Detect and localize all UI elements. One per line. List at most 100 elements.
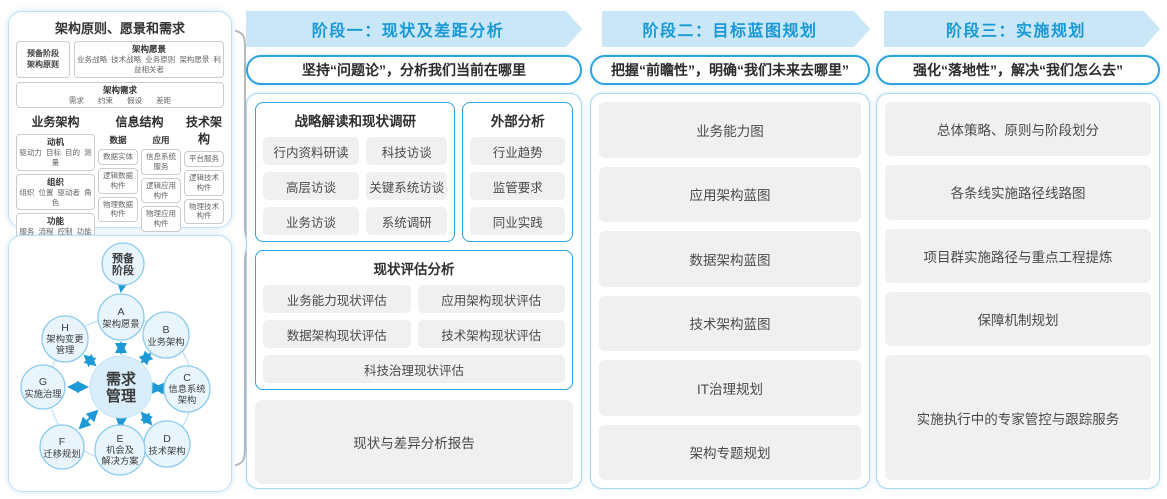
strategy-item: 行内资料研读: [263, 137, 360, 165]
information-structure-section: 信息结构 数据 数据实体 逻辑数据构件 物理数据构件 应用 信息系统服务 逻辑应…: [98, 113, 182, 240]
circle-a-vision: [97, 293, 145, 341]
architecture-principles-panel: 架构原则、愿景和需求 预备阶段 架构原则 架构愿景 业务战略 技术战略 业务原则…: [8, 11, 232, 284]
architecture-vision-box: 架构愿景 业务战略 技术战略 业务原则 架构愿景 利益相关者: [74, 41, 224, 78]
label-a: 架构愿景: [102, 318, 139, 329]
prep-vision-row: 预备阶段 架构原则 架构愿景 业务战略 技术战略 业务原则 架构愿景 利益相关者: [16, 41, 224, 78]
phase2-item: 应用架构蓝图: [599, 166, 861, 222]
phase3-item: 各条线实施路径线路图: [885, 165, 1151, 220]
assessment-item: 应用架构现状评估: [417, 285, 565, 313]
phase1-subtitle: 坚持“问题论”，分析我们当前在哪里: [246, 55, 582, 85]
label-d: 技术架构: [148, 445, 185, 456]
external-analysis-box: 外部分析 行业趋势 监管要求 同业实践: [462, 102, 573, 242]
phase3-tracking-service-box: 实施执行中的专家管控与跟踪服务: [885, 355, 1151, 480]
vision-items: 业务战略 技术战略 业务原则 架构愿景 利益相关者: [77, 55, 221, 74]
circle-h-change: [41, 315, 89, 363]
label-e1: 机会及: [106, 444, 134, 455]
app-item: 信息系统服务: [146, 152, 177, 172]
prep-line1: 预备阶段: [27, 48, 59, 58]
phase3-column: 阶段三：实施规划 强化“落地性”，解决“我们怎么去” 总体策略、原则与阶段划分 …: [876, 11, 1160, 489]
tech-item: 逻辑技术构件: [189, 173, 219, 192]
letter-h: H: [61, 322, 69, 334]
app-item: 逻辑应用构件: [146, 180, 177, 200]
assessment-item: 业务能力现状评估: [263, 285, 411, 313]
letter-e: E: [116, 433, 123, 445]
architecture-requirements-box: 架构需求 需求 约束 假设 差距: [16, 81, 224, 109]
current-state-assessment-box: 现状评估分析 业务能力现状评估 应用架构现状评估 数据架构现状评估 技术架构现状…: [255, 250, 573, 390]
strategy-item: 关键系统访谈: [366, 172, 448, 200]
prep-label-2: 阶段: [112, 263, 134, 277]
strategy-research-title: 战略解读和现状调研: [294, 114, 416, 129]
strategy-research-box: 战略解读和现状调研 行内资料研读 科技访谈 高层访谈 关键系统访谈 业务访谈 系…: [255, 102, 456, 242]
motivation-box: 动机 驱动力 目标 目的 测量: [16, 134, 96, 171]
phase1-content: 战略解读和现状调研 行内资料研读 科技访谈 高层访谈 关键系统访谈 业务访谈 系…: [246, 93, 582, 489]
app-subtitle: 应用: [152, 135, 170, 146]
phase2-item: 架构专题规划: [599, 424, 861, 480]
data-item: 逻辑数据构件: [103, 171, 134, 190]
assessment-title: 现状评估分析: [373, 262, 455, 277]
tech-item: 物理技术构件: [189, 201, 219, 221]
letter-b: B: [162, 324, 169, 336]
phase3-item: 项目群实施路径与重点工程提炼: [885, 228, 1151, 283]
phase2-item: IT治理规划: [599, 360, 861, 416]
req-title: 架构需求: [102, 84, 137, 95]
gap-analysis-report-box: 现状与差异分析报告: [255, 400, 573, 484]
strategy-item: 科技访谈: [366, 137, 448, 165]
prep-label-1: 预备: [112, 251, 135, 265]
app-item: 物理应用构件: [146, 209, 177, 229]
technical-architecture-section: 技术架构 平台服务 逻辑技术构件 物理技术构件: [184, 113, 225, 240]
assessment-item: 科技治理现状评估: [263, 355, 565, 383]
label-f: 迁移规划: [43, 448, 80, 459]
business-architecture-section: 业务架构 动机 驱动力 目标 目的 测量 组织 组织 位置 驱动者 角色 功能 …: [16, 113, 96, 241]
cycle-arrows: [67, 280, 165, 431]
center-label-1: 需求: [106, 370, 137, 388]
label-c1: 信息系统: [168, 383, 205, 394]
arrow-d-center: [140, 411, 153, 426]
circle-e-opportunities: [94, 424, 146, 476]
arrow-prep-to-a: [116, 280, 129, 293]
adm-cycle-diagram: 预备 阶段 需求 管理 A 架构愿景 B 业务架构 C 信息系统 架构 D 技术…: [20, 242, 211, 476]
business-architecture-title: 业务架构: [31, 115, 80, 130]
circle-g-governance: [20, 364, 66, 410]
circle-b-business: [142, 311, 190, 359]
label-h1: 架构变更: [46, 333, 83, 344]
phase3-item: 保障机制规划: [885, 291, 1151, 347]
strategy-item: 业务访谈: [263, 207, 360, 235]
label-c2: 架构: [178, 394, 197, 405]
strategy-item: 高层访谈: [263, 172, 360, 200]
phase2-item: 业务能力图: [599, 102, 861, 158]
phase3-subtitle: 强化“落地性”，解决“我们怎么去”: [876, 55, 1160, 85]
external-item: 同业实践: [470, 207, 565, 235]
phase3-header-banner: 阶段三：实施规划: [884, 11, 1160, 47]
prep-line2: 架构原则: [27, 60, 59, 70]
phase2-item: 数据架构蓝图: [599, 231, 861, 287]
phase2-content: 业务能力图 应用架构蓝图 数据架构蓝图 技术架构蓝图 IT治理规划 架构专题规划: [590, 93, 870, 489]
circle-c-infosys: [163, 365, 211, 413]
arrow-h-center: [83, 353, 97, 368]
phase3-item: 总体策略、原则与阶段划分: [885, 102, 1151, 157]
external-analysis-title: 外部分析: [490, 114, 545, 129]
circle-f-migration: [39, 424, 85, 470]
req-items: 需求 约束 假设 差距: [68, 95, 172, 105]
letter-g: G: [39, 376, 47, 388]
arrow-b-center: [138, 350, 154, 366]
label-h2: 管理: [56, 344, 75, 355]
label-b: 业务架构: [147, 336, 184, 347]
prep-phase-box: 预备阶段 架构原则: [16, 41, 70, 78]
app-subcolumn: 应用 信息系统服务 逻辑应用构件 物理应用构件: [141, 134, 182, 232]
phase3-content: 总体策略、原则与阶段划分 各条线实施路径线路图 项目群实施路径与重点工程提炼 保…: [876, 93, 1160, 489]
tech-item: 平台服务: [189, 154, 219, 164]
data-item: 物理数据构件: [103, 199, 134, 219]
requirements-center-circle: [89, 355, 153, 419]
center-label-2: 管理: [106, 387, 136, 405]
phase2-header-banner: 阶段二：目标蓝图规划: [602, 11, 870, 47]
prep-phase-circle: [101, 242, 145, 286]
arrow-c-center: [151, 381, 165, 395]
data-subcolumn: 数据 数据实体 逻辑数据构件 物理数据构件: [98, 134, 139, 232]
information-structure-title: 信息结构: [115, 115, 164, 130]
adm-cycle-panel: 预备 阶段 需求 管理 A 架构愿景 B 业务架构 C 信息系统 架构 D 技术…: [8, 235, 232, 492]
arrow-f-center: [78, 409, 99, 430]
letter-f: F: [59, 436, 65, 448]
assessment-item: 技术架构现状评估: [417, 320, 565, 348]
assessment-item: 数据架构现状评估: [263, 320, 411, 348]
data-subtitle: 数据: [109, 135, 127, 146]
